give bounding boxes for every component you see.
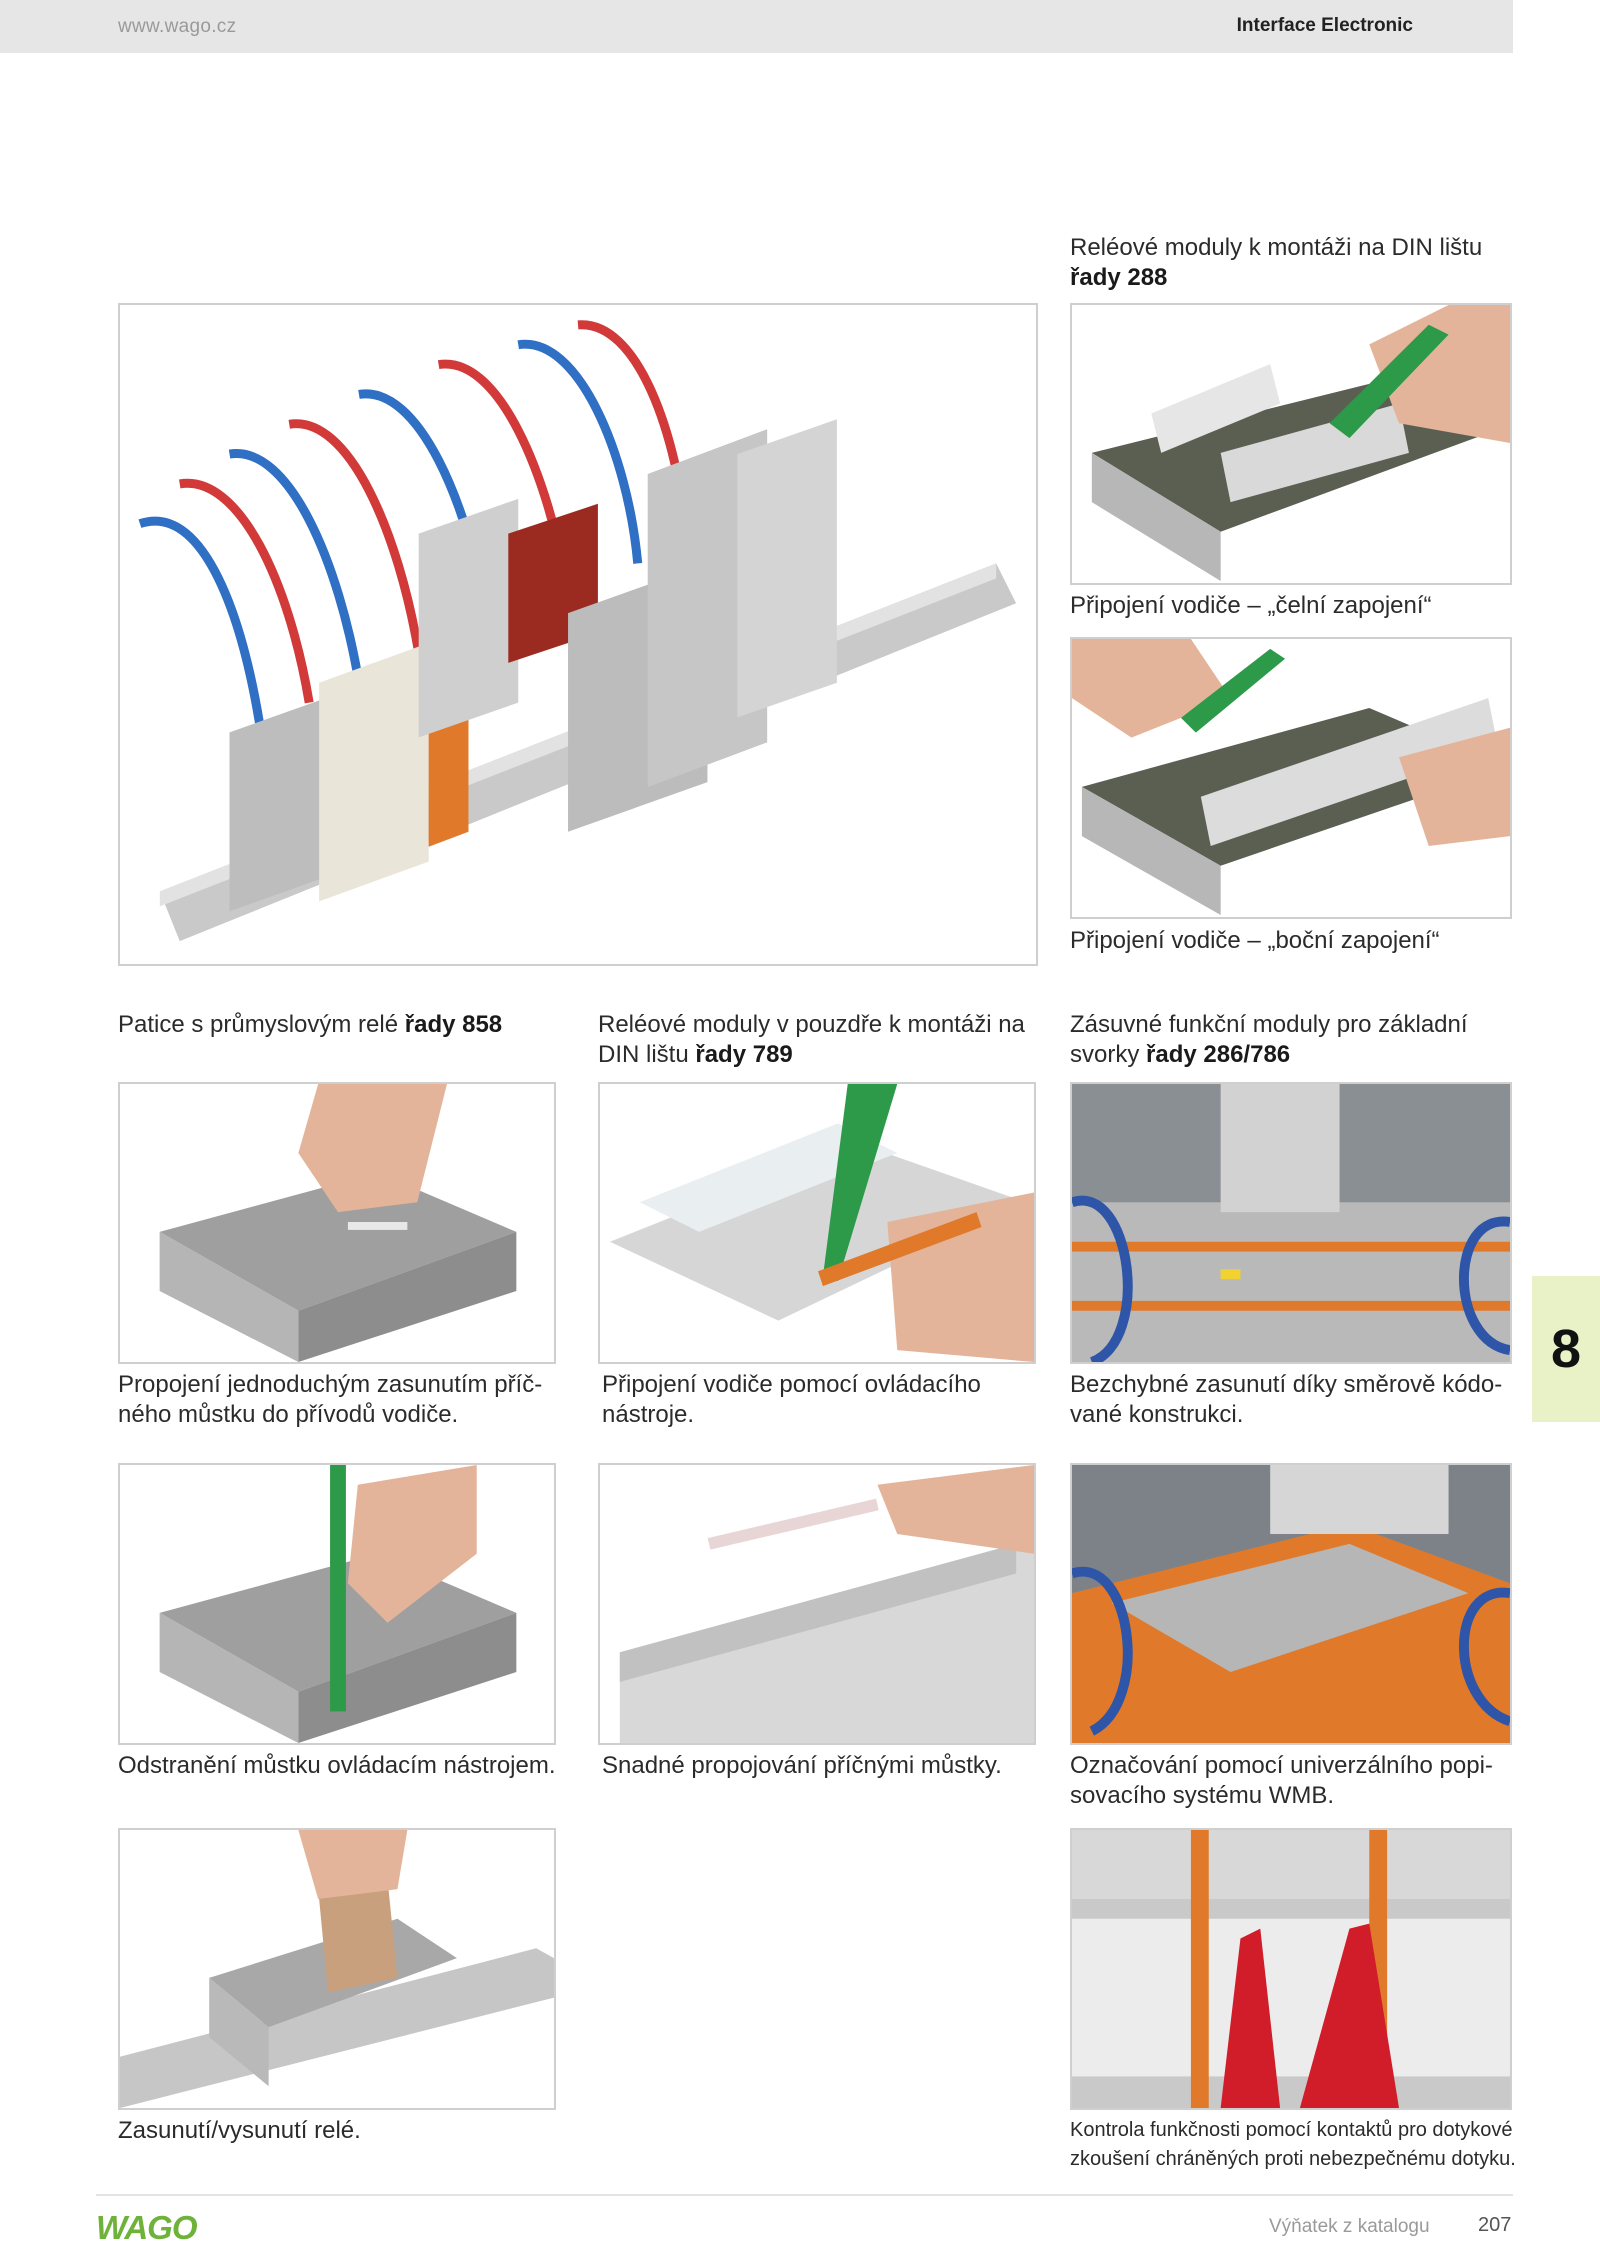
relay-insert-caption: Zasunutí/vysunutí relé. bbox=[118, 2117, 361, 2144]
front-connection-photo bbox=[1070, 303, 1512, 585]
footer-catalog-note: Výňatek z katalogu bbox=[1269, 2216, 1430, 2237]
header-section-title: Interface Electronic bbox=[1236, 15, 1413, 36]
header-url[interactable]: www.wago.cz bbox=[118, 16, 237, 37]
housing-title-line1: Reléové moduly v pouzdře k montáži na bbox=[598, 1011, 1025, 1038]
cross-jumpers-caption: Snadné propojování příčnými můstky. bbox=[602, 1752, 1002, 1779]
cross-jumpers-photo bbox=[598, 1463, 1036, 1745]
side-connection-photo bbox=[1070, 637, 1512, 919]
relay-modules-hero-photo bbox=[118, 303, 1038, 966]
coded-line1: Bezchybné zasunutí díky směrově kódo- bbox=[1070, 1371, 1503, 1398]
touch-test-line2: zkoušení chráněných proti nebezpečnému d… bbox=[1070, 2148, 1516, 2170]
tool-connection-line1: Připojení vodiče pomocí ovládacího bbox=[602, 1371, 981, 1398]
tool-connection-photo bbox=[598, 1082, 1036, 1364]
jumper-insert-line2: ného můstku do přívodů vodiče. bbox=[118, 1401, 459, 1428]
housing-caption: Reléové moduly v pouzdře k montáži na DI… bbox=[598, 1010, 1025, 1070]
svg-text:WAGO: WAGO bbox=[96, 2210, 198, 2244]
front-connection-caption: Připojení vodiče – „čelní zapojení“ bbox=[1070, 592, 1432, 619]
page-number: 207 bbox=[1478, 2214, 1512, 2236]
jumper-insert-photo bbox=[118, 1082, 556, 1364]
tool-connection-line2: nástroje. bbox=[602, 1401, 695, 1428]
relay-socket-caption: Patice s průmyslovým relé řady 858 bbox=[118, 1010, 502, 1040]
touch-test-caption: Kontrola funkčnosti pomocí kontaktů pro … bbox=[1070, 2116, 1516, 2174]
tool-connection-caption: Připojení vodiče pomocí ovládacího nástr… bbox=[602, 1370, 981, 1430]
wago-logo: WAGO bbox=[96, 2210, 199, 2244]
marking-line1: Označování pomocí univerzálního popi- bbox=[1070, 1752, 1493, 1779]
housing-title-line2: DIN lištu bbox=[598, 1041, 696, 1068]
coded-line2: vané konstrukci. bbox=[1070, 1401, 1244, 1428]
relay-insert-photo bbox=[118, 1828, 556, 2110]
side-connection-caption: Připojení vodiče – „boční zapojení“ bbox=[1070, 927, 1440, 954]
relay-socket-series: řady 858 bbox=[404, 1011, 503, 1038]
jumper-removal-photo bbox=[118, 1463, 556, 1745]
footer-divider bbox=[96, 2194, 1513, 2196]
chapter-number: 8 bbox=[1550, 1319, 1582, 1379]
plugin-series: řady 286/786 bbox=[1146, 1041, 1291, 1068]
touch-test-photo bbox=[1070, 1828, 1512, 2110]
jumper-insert-line1: Propojení jednoduchým zasunutím příč- bbox=[118, 1371, 543, 1398]
plugin-title-line2: svorky bbox=[1070, 1041, 1147, 1068]
plugin-caption: Zásuvné funkční moduly pro základní svor… bbox=[1070, 1010, 1468, 1070]
header-bar: www.wago.cz Interface Electronic bbox=[0, 0, 1513, 53]
plugin-title-line1: Zásuvné funkční moduly pro základní bbox=[1070, 1011, 1468, 1038]
coded-plugin-photo bbox=[1070, 1082, 1512, 1364]
din-rail-caption: Reléové moduly k montáži na DIN lištu řa… bbox=[1070, 233, 1482, 293]
coded-caption: Bezchybné zasunutí díky směrově kódo- va… bbox=[1070, 1370, 1502, 1430]
marking-caption: Označování pomocí univerzálního popi- so… bbox=[1070, 1751, 1493, 1811]
marking-photo bbox=[1070, 1463, 1512, 1745]
relay-socket-title: Patice s průmyslovým relé bbox=[118, 1011, 405, 1038]
din-rail-series: řady 288 bbox=[1070, 264, 1168, 291]
marking-line2: sovacího systému WMB. bbox=[1070, 1782, 1335, 1809]
chapter-tab[interactable]: 8 bbox=[1532, 1276, 1600, 1422]
jumper-removal-caption: Odstranění můstku ovládacím nástrojem. bbox=[118, 1752, 556, 1779]
touch-test-line1: Kontrola funkčnosti pomocí kontaktů pro … bbox=[1070, 2119, 1513, 2141]
housing-series: řady 789 bbox=[695, 1041, 793, 1068]
din-rail-title: Reléové moduly k montáži na DIN lištu bbox=[1070, 234, 1483, 261]
jumper-insert-caption: Propojení jednoduchým zasunutím příč- né… bbox=[118, 1370, 542, 1430]
